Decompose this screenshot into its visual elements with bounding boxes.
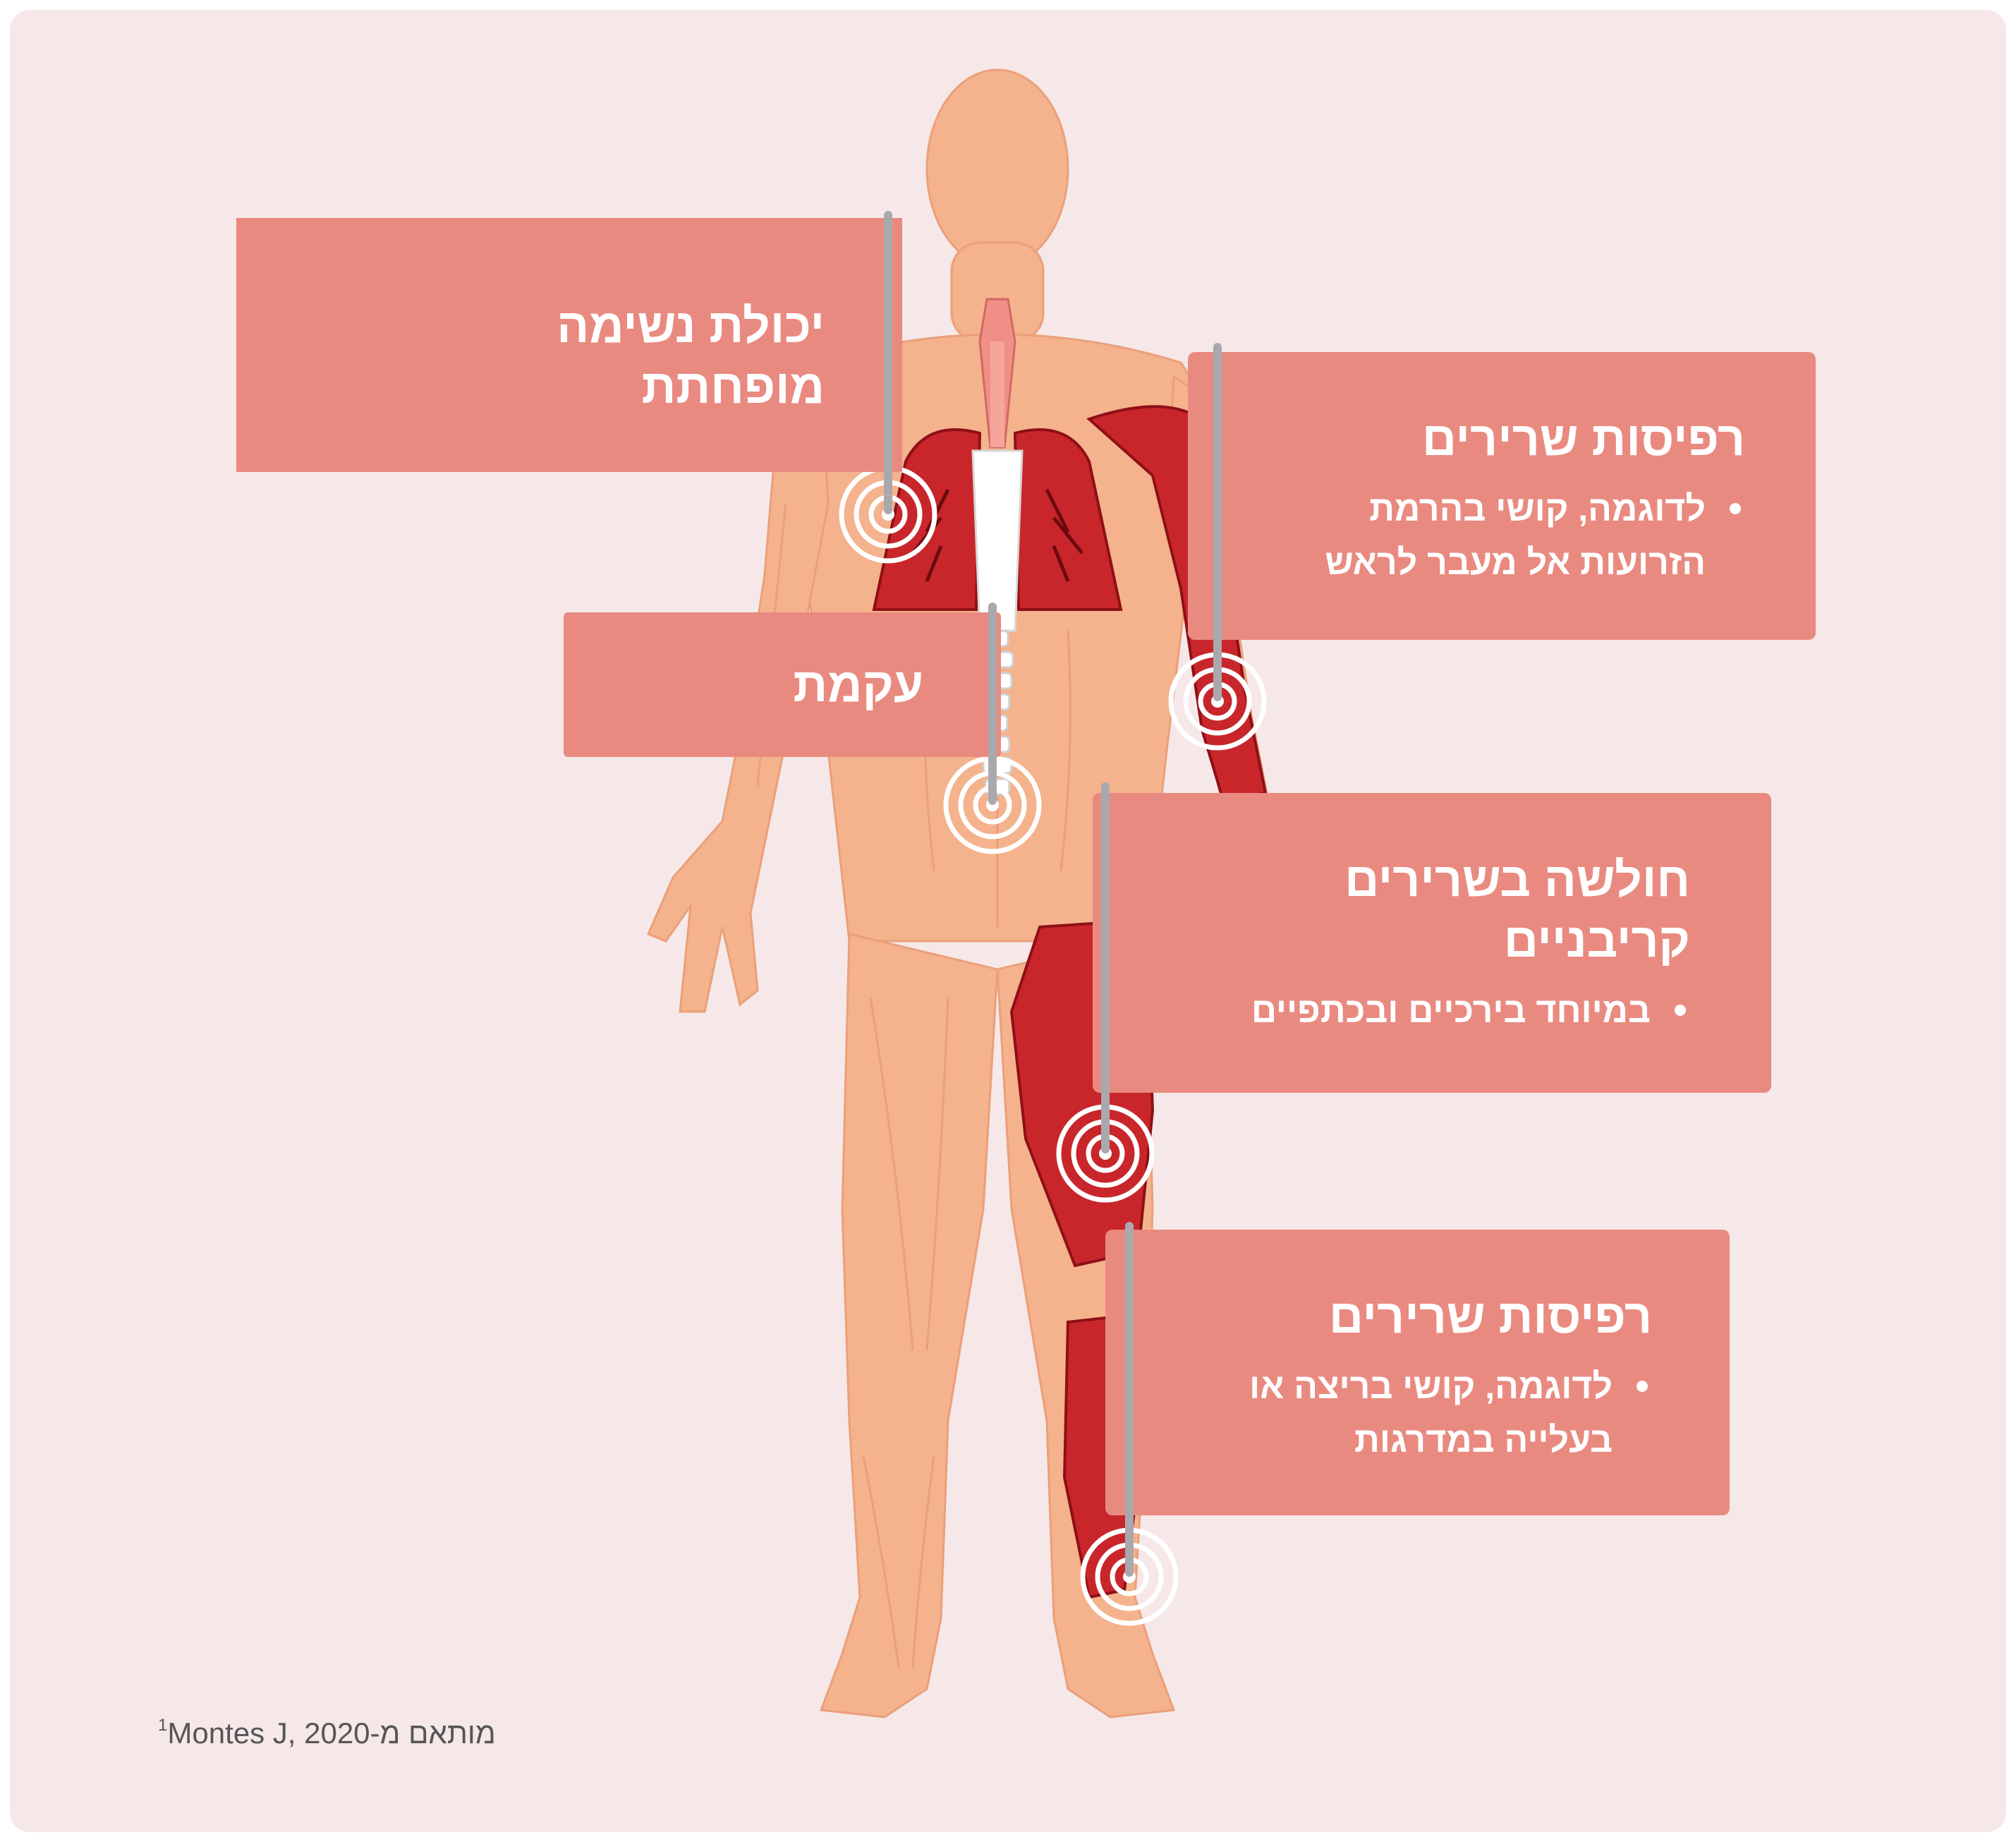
source-citation: 1Montes J, 2020-מותאם מ — [158, 1716, 496, 1750]
bullet-item: במיוחד בירכיים ובכתפיים — [1093, 983, 1690, 1037]
pin-line-breathing — [884, 211, 892, 514]
infographic-canvas: יכולת נשימה מופחתת עקמת רפיסות שרירים לד… — [10, 10, 2006, 1832]
callout-title: רפיסות שרירים — [1188, 408, 1745, 469]
callout-title: עקמת — [564, 655, 923, 715]
callout-title: יכולת נשימה מופחתת — [236, 296, 825, 417]
bullet-item: לדוגמה, קושי בריצה או בעלייה במדרגות — [1105, 1359, 1652, 1467]
callout-title: חולשה בשרירים קריבניים — [1093, 849, 1690, 971]
pin-line-scoliosis — [988, 602, 997, 805]
pin-line-arm — [1213, 343, 1222, 701]
bullet-list: לדוגמה, קושי בהרמת הזרועות אל מעבר לראש — [1188, 482, 1745, 589]
bullet-list: לדוגמה, קושי בריצה או בעלייה במדרגות — [1105, 1359, 1652, 1467]
citation-superscript: 1 — [158, 1716, 167, 1735]
bullet-list: במיוחד בירכיים ובכתפיים — [1093, 983, 1690, 1037]
callout-proximal-muscle-weakness: חולשה בשרירים קריבניים במיוחד בירכיים וב… — [1093, 793, 1771, 1093]
citation-text: Montes J, 2020-מותאם מ — [167, 1716, 495, 1750]
pin-line-leg — [1125, 1222, 1134, 1577]
sternum — [973, 451, 1022, 631]
callout-scoliosis: עקמת — [564, 612, 1001, 757]
callout-title: רפיסות שרירים — [1105, 1286, 1652, 1347]
bullet-item: לדוגמה, קושי בהרמת הזרועות אל מעבר לראש — [1188, 482, 1745, 589]
pin-line-hip — [1101, 782, 1110, 1153]
callout-arm-muscle-weakness: רפיסות שרירים לדוגמה, קושי בהרמת הזרועות… — [1188, 352, 1816, 640]
callout-reduced-breathing: יכולת נשימה מופחתת — [236, 218, 902, 472]
callout-leg-muscle-weakness: רפיסות שרירים לדוגמה, קושי בריצה או בעלי… — [1105, 1230, 1730, 1515]
